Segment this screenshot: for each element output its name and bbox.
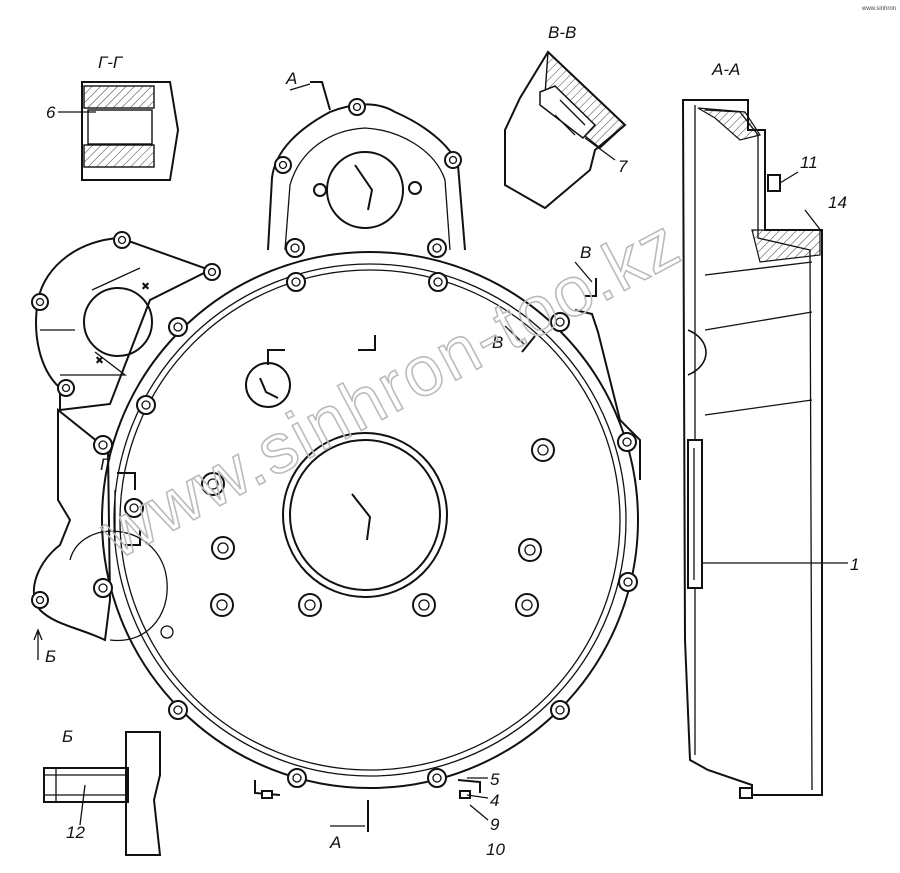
- cut-arrow-b-upper: [574, 261, 593, 283]
- label-cut-v-upper: В: [580, 243, 591, 262]
- bottom-nut-left: [261, 790, 273, 799]
- left-lobe-bore: [83, 287, 153, 357]
- label-cut-a-bottom: А: [329, 833, 341, 852]
- section-a-seal: [687, 439, 703, 589]
- right-ear-outline: [574, 309, 641, 480]
- section-a-side-view: [681, 99, 848, 799]
- gauge-needle: [259, 377, 279, 399]
- view-b-plate: [125, 731, 162, 856]
- section-a-inner-wall: [694, 105, 813, 791]
- corner-mark-text: www.sinhron: [861, 6, 896, 12]
- label-cut-a-top: А: [285, 69, 297, 88]
- callout-1: 1: [850, 555, 859, 574]
- callout-9: 9: [490, 815, 500, 834]
- section-a-outer: [681, 99, 823, 796]
- top-dome-inner: [284, 127, 451, 251]
- left-bracket-outline: [32, 407, 112, 642]
- label-view-b: Б: [62, 727, 73, 746]
- cut-line-a-top: [310, 81, 331, 111]
- bottom-nut-right: [459, 790, 471, 799]
- main-flange-gasket-1: [113, 263, 627, 777]
- central-bore-inner: [289, 439, 441, 591]
- main-flange-gasket-2: [119, 269, 621, 771]
- callout-11: 11: [800, 153, 818, 172]
- cut-arrow-b-lower: [504, 325, 525, 345]
- main-flange-outer: [101, 251, 639, 789]
- callout-6: 6: [46, 103, 56, 122]
- central-bore-outer: [282, 432, 448, 598]
- view-arrow-b: [33, 628, 43, 660]
- flywheel-housing-front-view: × ×: [31, 81, 641, 832]
- section-g-detail: [58, 81, 180, 181]
- cut-line-b-upper: [585, 278, 597, 297]
- leader-lines: [466, 777, 489, 821]
- top-dome-bore-mark: [354, 164, 374, 211]
- callout-14: 14: [828, 193, 847, 212]
- corner-mark: [358, 335, 376, 351]
- view-b-detail: [43, 731, 162, 856]
- callout-7: 7: [618, 157, 628, 176]
- callout-4: 4: [490, 791, 499, 810]
- stud-11: [767, 174, 781, 192]
- cut-line-b-lower: [521, 335, 536, 353]
- label-section-v: В-В: [548, 23, 576, 42]
- section-a-rib-lines: [704, 261, 813, 416]
- callout-12: 12: [66, 823, 85, 842]
- left-lobe-rib: [40, 267, 141, 376]
- cut-line-g: [117, 472, 141, 546]
- label-view-b-arrow: Б: [45, 647, 56, 666]
- view-b-bolt: [43, 767, 129, 803]
- cut-arrow-a-top: [289, 83, 311, 91]
- label-section-a: А-А: [711, 60, 740, 79]
- bracket-lower-arc: [69, 530, 168, 642]
- top-dome-bolts: [274, 98, 462, 174]
- inner-bosses: [160, 438, 555, 639]
- section-g-outline: [81, 81, 180, 181]
- section-v-detail: [504, 50, 627, 210]
- callout-10: 10: [486, 840, 505, 859]
- x-mark: ×: [96, 353, 103, 367]
- left-lobe-bolts: [31, 231, 221, 397]
- label-cut-g: Г: [100, 455, 111, 474]
- top-dome-bore: [326, 151, 404, 229]
- label-section-g: Г-Г: [98, 53, 124, 72]
- gauge-bracket: [267, 349, 285, 365]
- label-cut-v-lower: В: [492, 333, 503, 352]
- flange-bolts: [93, 238, 638, 788]
- callout-5: 5: [490, 770, 500, 789]
- central-bore-mark: [351, 493, 372, 541]
- labels: Г-Г В-В А-А Б А А В В Г Б 6 7 11 14 1 5 …: [45, 6, 896, 859]
- x-mark: ×: [142, 279, 149, 293]
